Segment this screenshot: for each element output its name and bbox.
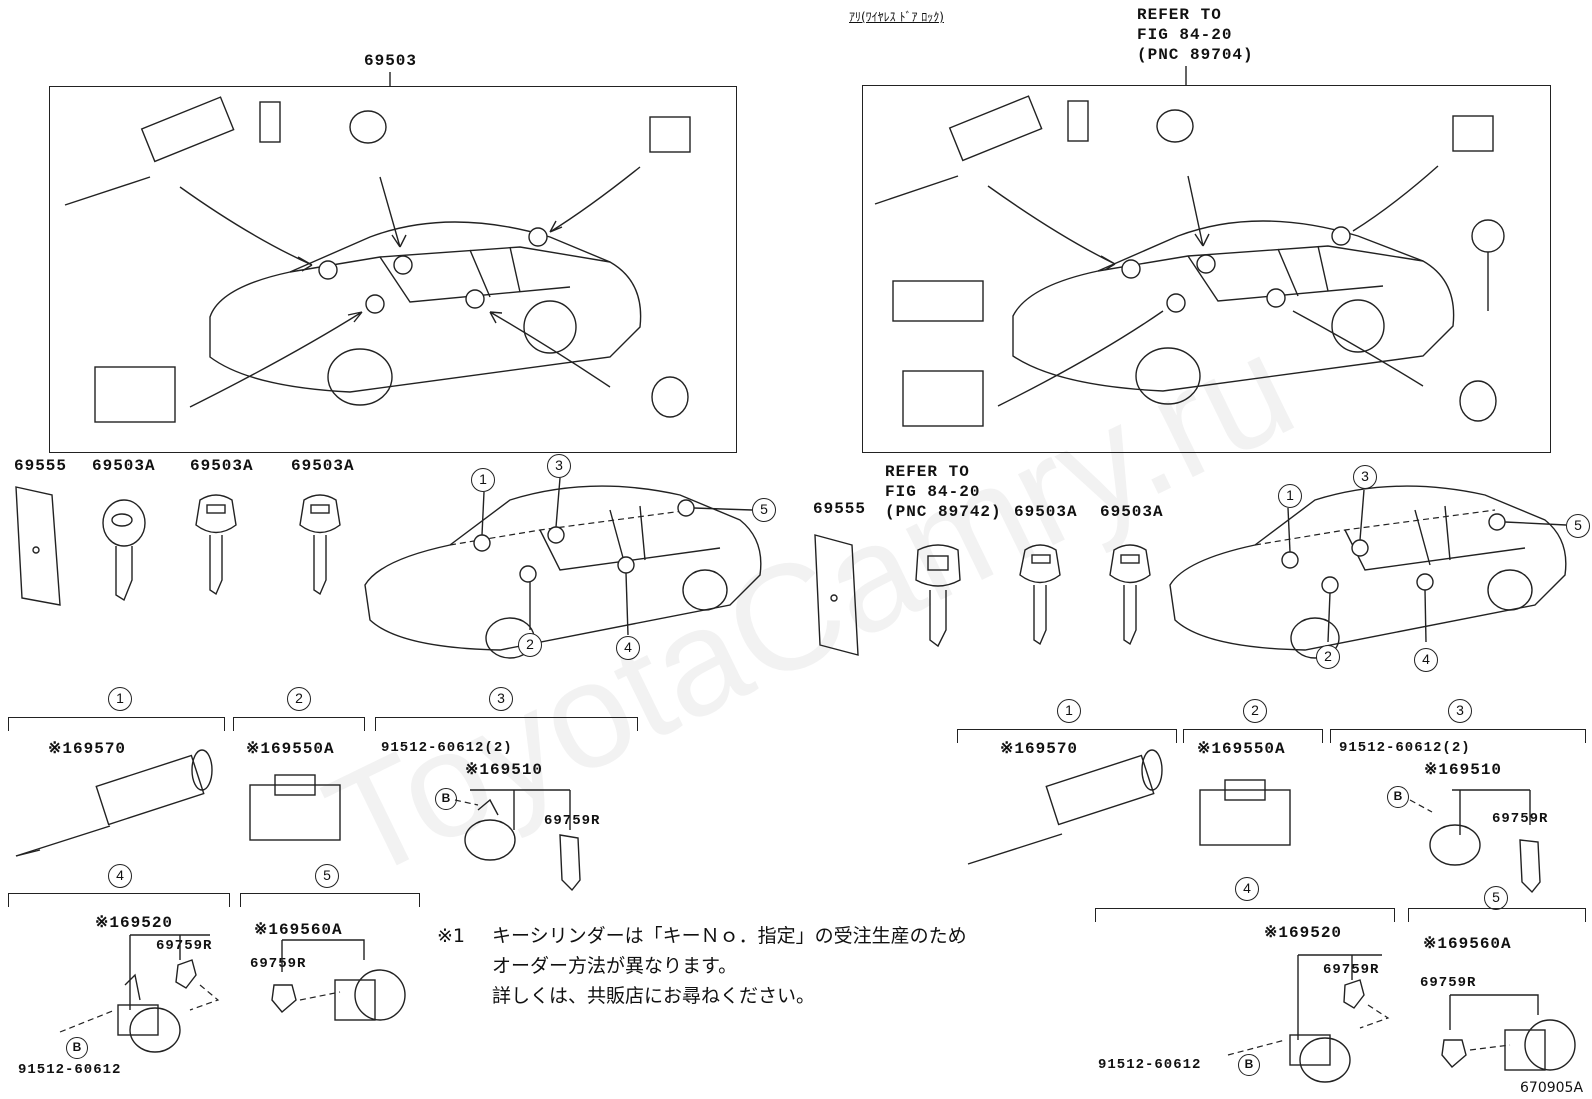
position-marker-5-right: 5: [1566, 514, 1590, 538]
group-marker-2-left: 2: [287, 687, 311, 711]
car-overview-drawing-left: [64, 96, 691, 423]
group-marker-3-right: 3: [1448, 699, 1472, 723]
note-line-2: オーダー方法が異なります。: [492, 955, 738, 977]
key-plate-label-left: 69555: [14, 457, 68, 475]
refer-top-line-1: REFER TO: [1137, 6, 1222, 24]
figure-code: 670905A: [1520, 1080, 1584, 1096]
leader-top-right: [1185, 66, 1187, 85]
detail-parts-drawing-lower-left: [59, 934, 406, 1053]
assembly-part-number-left: 69503: [364, 52, 418, 70]
group-bracket-2-left: [233, 717, 365, 731]
bolt-marker-3-left: B: [435, 788, 457, 810]
bolt-marker-4-right: B: [1238, 1054, 1260, 1076]
position-marker-2-right: 2: [1316, 645, 1340, 669]
bolt-marker-4-left: B: [66, 1037, 88, 1059]
part-cylinder-5-left: ※169560A: [254, 921, 343, 939]
position-marker-1-left: 1: [471, 468, 495, 492]
bolt-marker-3-right: B: [1387, 786, 1409, 808]
group-bracket-4-left: [8, 893, 230, 907]
key-label-left-2: 69503A: [190, 457, 254, 475]
key-label-right-1: 69503A: [1014, 503, 1078, 521]
part-lever-5-right: 69759R: [1420, 975, 1477, 991]
group-bracket-2-right: [1183, 729, 1323, 743]
group-marker-1-left: 1: [108, 687, 132, 711]
part-door-cylinder-2-left: ※169550A: [246, 740, 335, 758]
key-label-left-1: 69503A: [92, 457, 156, 475]
refer-mid-line-1: REFER TO: [885, 463, 970, 481]
group-marker-3-left: 3: [489, 687, 513, 711]
group-marker-1-right: 1: [1057, 699, 1081, 723]
group-bracket-1-left: [8, 717, 225, 731]
detail-parts-drawing-upper-right: [967, 749, 1541, 894]
part-lever-3-right: 69759R: [1492, 811, 1549, 827]
part-cylinder-3-left: ※169510: [465, 761, 544, 779]
part-bolt-4-right: 91512-60612: [1098, 1057, 1202, 1073]
position-marker-4-right: 4: [1414, 648, 1438, 672]
part-bolt-4-left: 91512-60612: [18, 1062, 122, 1078]
refer-top-line-2: FIG 84-20: [1137, 26, 1233, 44]
car-overview-drawing-right: [874, 95, 1505, 427]
car-position-drawing-left: [364, 477, 762, 659]
assembly-overview-box-right: [862, 85, 1551, 453]
group-marker-5-left: 5: [315, 864, 339, 888]
leader-top-left: [389, 72, 391, 86]
group-bracket-3-right: [1330, 729, 1586, 743]
group-bracket-1-right: [957, 729, 1177, 743]
assembly-overview-box-left: [49, 86, 737, 453]
detail-parts-drawing-lower-right: [1227, 954, 1576, 1083]
group-bracket-4-right: [1095, 908, 1395, 922]
group-bracket-3-left: [375, 717, 638, 731]
part-cylinder-4-right: ※169520: [1264, 924, 1343, 942]
refer-mid-line-3: (PNC 89742): [885, 503, 1002, 521]
position-marker-2-left: 2: [518, 633, 542, 657]
group-marker-4-left: 4: [108, 864, 132, 888]
key-label-right-2: 69503A: [1100, 503, 1164, 521]
note-line-1: キーシリンダーは「キーＮｏ．指定」の受注生産のため: [492, 925, 967, 947]
refer-mid-line-2: FIG 84-20: [885, 483, 981, 501]
keys-drawing-right: [814, 534, 1151, 656]
variant-header-right: ｱﾘ(ﾜｲﾔﾚｽ ﾄﾞｱ ﾛｯｸ): [849, 10, 944, 24]
part-door-cylinder-2-right: ※169550A: [1197, 740, 1286, 758]
part-ignition-cylinder-left: ※169570: [48, 740, 127, 758]
part-cylinder-5-right: ※169560A: [1423, 935, 1512, 953]
position-marker-5-left: 5: [752, 498, 776, 522]
part-lever-4-left: 69759R: [156, 938, 213, 954]
position-marker-3-right: 3: [1353, 465, 1377, 489]
detail-parts-drawing-upper-left: [15, 749, 581, 892]
part-lever-4-right: 69759R: [1323, 962, 1380, 978]
group-marker-5-right: 5: [1484, 886, 1508, 910]
key-plate-label-right: 69555: [813, 500, 867, 518]
part-lever-5-left: 69759R: [250, 956, 307, 972]
keys-drawing-left: [15, 486, 341, 606]
part-bolt-3-left: 91512-60612(2): [381, 740, 513, 756]
part-bolt-3-right: 91512-60612(2): [1339, 740, 1471, 756]
key-label-left-3: 69503A: [291, 457, 355, 475]
group-marker-2-right: 2: [1243, 699, 1267, 723]
part-ignition-cylinder-right: ※169570: [1000, 740, 1079, 758]
position-marker-1-right: 1: [1278, 484, 1302, 508]
note-line-3: 詳しくは、共販店にお尋ねください。: [492, 985, 816, 1007]
part-lever-3-left: 69759R: [544, 813, 601, 829]
part-cylinder-4-left: ※169520: [95, 914, 174, 932]
position-marker-3-left: 3: [547, 454, 571, 478]
car-position-drawing-right: [1169, 485, 1567, 659]
group-bracket-5-right: [1408, 908, 1586, 922]
note-mark: ※1: [437, 925, 466, 947]
part-cylinder-3-right: ※169510: [1424, 761, 1503, 779]
position-marker-4-left: 4: [616, 636, 640, 660]
group-marker-4-right: 4: [1235, 877, 1259, 901]
refer-top-line-3: (PNC 89704): [1137, 46, 1254, 64]
group-bracket-5-left: [240, 893, 420, 907]
